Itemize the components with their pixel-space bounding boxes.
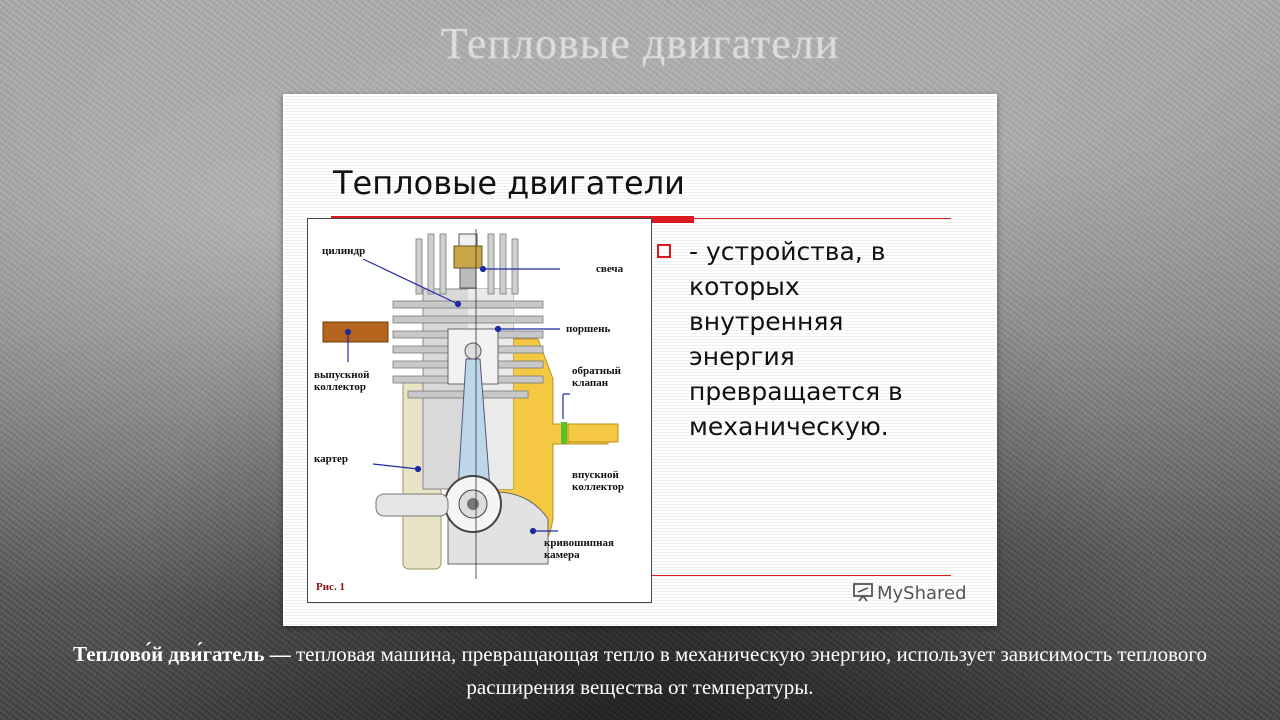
inner-slide-title: Тепловые двигатели bbox=[333, 164, 685, 202]
intake-pipe-shape bbox=[567, 423, 619, 443]
engine-diagram: цилиндр свеча поршень выпускной коллекто… bbox=[307, 218, 652, 603]
crank-shaft-end bbox=[375, 493, 449, 517]
bullet-square-icon bbox=[657, 244, 671, 258]
figure-caption: Рис. 1 bbox=[316, 581, 345, 593]
caption-definition: тепловая машина, превращающая тепло в ме… bbox=[296, 642, 1208, 699]
leader-lines bbox=[344, 258, 570, 535]
label-check-valve-1: обратный bbox=[572, 365, 622, 377]
caption-term: Теплово́й дви́гатель bbox=[72, 642, 265, 666]
label-intake-1: впускной bbox=[572, 469, 619, 481]
label-check-valve-2: клапан bbox=[572, 377, 609, 389]
label-intake-2: коллектор bbox=[572, 481, 624, 493]
label-exhaust-1: выпускной bbox=[314, 369, 370, 381]
exhaust-pipe-shape bbox=[322, 321, 389, 343]
slide-caption: Теплово́й дви́гатель — тепловая машина, … bbox=[40, 638, 1240, 704]
label-piston: поршень bbox=[566, 323, 611, 335]
label-cylinder: цилиндр bbox=[322, 245, 366, 257]
spark-plug-body bbox=[453, 245, 483, 269]
inner-slide-image: Тепловые двигатели bbox=[283, 94, 997, 626]
engine-diagram-svg bbox=[322, 229, 619, 579]
label-crank-chamber-2: камера bbox=[544, 549, 580, 561]
watermark-text: MyShared bbox=[877, 583, 967, 604]
label-crank-chamber-1: кривошипная bbox=[544, 537, 614, 549]
top-fins bbox=[415, 233, 519, 295]
spark-plug-top bbox=[458, 233, 478, 247]
myshared-watermark: MyShared bbox=[853, 582, 967, 604]
bottom-thin-line bbox=[651, 575, 951, 576]
label-spark-plug: свеча bbox=[596, 263, 624, 275]
myshared-logo-icon bbox=[853, 583, 873, 602]
title-thin-line bbox=[694, 218, 951, 219]
label-crankcase: картер bbox=[314, 453, 349, 465]
check-valve-shape bbox=[561, 422, 567, 444]
definition-bullet: - устройства, в которых внутренняя энерг… bbox=[689, 237, 903, 441]
caption-dash: — bbox=[264, 642, 296, 666]
slide-title: Тепловые двигатели bbox=[440, 19, 840, 68]
label-exhaust-2: коллектор bbox=[314, 381, 366, 393]
